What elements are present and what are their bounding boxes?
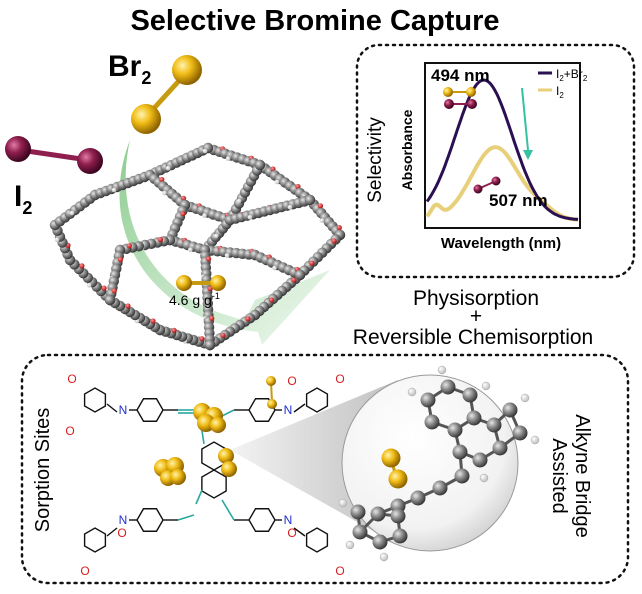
peak-shift-arrow xyxy=(521,87,529,151)
peak-494-label: 494 nm xyxy=(431,66,490,85)
benzene-ring xyxy=(201,469,227,499)
peak-507-label: 507 nm xyxy=(489,191,548,210)
i2-mini-icon-2 xyxy=(473,176,501,194)
i2-label: I2 xyxy=(14,180,32,218)
oxygen-atom: O xyxy=(65,424,74,438)
oxygen-atom: O xyxy=(335,372,344,386)
framework-structure xyxy=(49,142,346,351)
benzene-ring xyxy=(305,527,329,553)
capacity-label: 4.6 g g-1 xyxy=(169,291,220,308)
br2-molecule xyxy=(131,55,202,134)
benzene-ring xyxy=(248,508,276,532)
i2-molecule xyxy=(5,136,103,174)
sorption-panel xyxy=(20,353,630,585)
benzene-ring xyxy=(136,508,164,532)
series-i2br2-curve xyxy=(425,78,579,221)
legend: I2+Br2 I2 xyxy=(538,67,588,100)
series-i2-curve xyxy=(425,145,579,222)
alkyne-ball-and-stick xyxy=(338,365,540,562)
magnified-br-atom xyxy=(381,448,401,468)
nitrogen-atom: N xyxy=(284,513,293,527)
magnified-br-atom xyxy=(388,469,408,489)
benzene-ring xyxy=(305,387,329,413)
oxygen-atom: O xyxy=(67,372,76,386)
i2-mini-icon-1 xyxy=(444,99,477,109)
sorption-sites-label: Sorption Sites xyxy=(32,408,54,533)
absorbance-axis-label: Absorbance xyxy=(399,109,415,190)
captured-br2 xyxy=(176,275,226,291)
selectivity-label: Selectivity xyxy=(365,117,386,203)
oxygen-atom: O xyxy=(117,526,126,540)
assisted-label: Assisted xyxy=(548,438,570,514)
oxygen-atom: O xyxy=(287,374,296,388)
spectrum-plot xyxy=(424,62,581,229)
nitrogen-atom: N xyxy=(119,513,128,527)
peak-shift-arrowhead xyxy=(523,150,533,160)
legend-label-i2: I2 xyxy=(556,84,564,100)
wavelength-axis-label: Wavelength (nm) xyxy=(441,235,561,252)
legend-label-i2br2: I2+Br2 xyxy=(556,67,588,83)
br2-label: Br2 xyxy=(108,50,151,88)
oxygen-atom: O xyxy=(287,526,296,540)
br2-mini-icon xyxy=(443,87,476,97)
page-title: Selective Bromine Capture xyxy=(130,5,499,37)
benzene-ring xyxy=(83,387,107,413)
plus-sign: + xyxy=(470,305,482,328)
reversible-chemisorption-label: Reversible Chemisorption xyxy=(353,326,593,349)
benzene-ring xyxy=(83,527,107,553)
nitrogen-atom: N xyxy=(284,403,293,417)
adsorbed-bromine-spheres xyxy=(154,376,277,486)
alkyne-bridge-label: Alkyne Bridge xyxy=(571,414,593,537)
oxygen-atom: O xyxy=(80,564,89,578)
oxygen-atom: O xyxy=(335,564,344,578)
nitrogen-atom: N xyxy=(119,403,128,417)
plot-frame xyxy=(424,62,581,229)
benzene-ring xyxy=(136,398,164,422)
physisorption-label: Physisorption xyxy=(413,287,539,310)
